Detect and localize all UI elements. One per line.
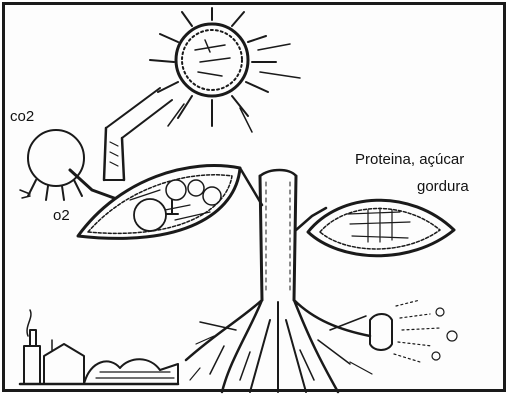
products-label-line1: Proteina, açúcar [355, 152, 464, 167]
o2-label: o2 [53, 208, 70, 223]
co2-label: co2 [10, 109, 34, 124]
soil-nutrient-icon [370, 300, 457, 362]
root-system-icon [186, 300, 372, 392]
bicycle-pump-icon [20, 130, 114, 200]
right-leaf-icon [296, 200, 454, 256]
plant-stem-icon [260, 170, 296, 300]
leaf-icon [78, 166, 262, 239]
products-label-line2: gordura [417, 179, 469, 194]
factory-icon [20, 310, 178, 384]
sun-icon [150, 8, 300, 132]
light-tube-icon [104, 88, 172, 180]
